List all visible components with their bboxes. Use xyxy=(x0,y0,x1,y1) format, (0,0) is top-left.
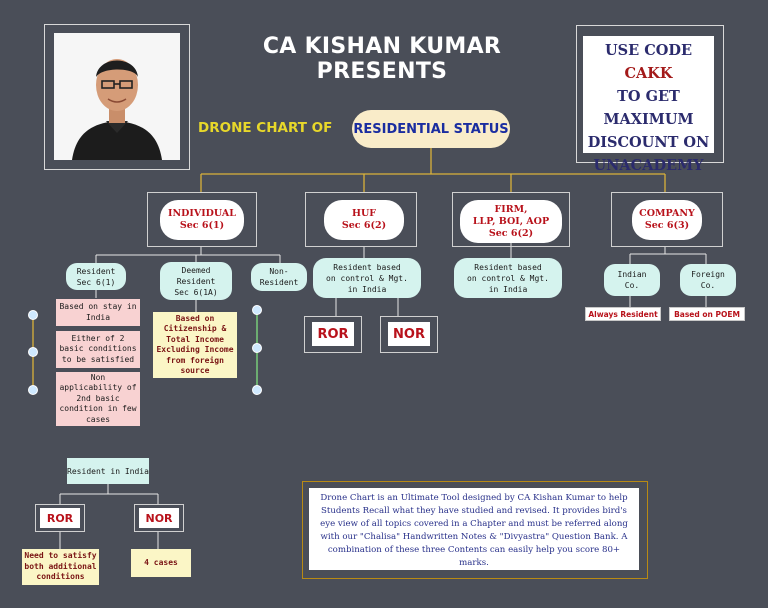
category-name: COMPANY xyxy=(639,208,695,219)
node-line: Resident xyxy=(259,278,299,287)
category-name-2: LLP, BOI, AOP xyxy=(472,215,550,227)
category-name: INDIVIDUAL xyxy=(168,208,236,219)
deemed-resident-note: Based on Citizenship & Total Income Excl… xyxy=(153,312,237,378)
node-line: Resident xyxy=(76,266,116,276)
node-line: Sec 6(1A) xyxy=(174,287,218,297)
resident-in-india: Resident in India xyxy=(67,458,149,484)
resident-point-3: Non applicability of 2nd basic condition… xyxy=(56,372,140,426)
ror-condition-note: Need to satisfy both additional conditio… xyxy=(22,549,99,585)
presenter-photo xyxy=(54,33,180,160)
node-line: Co. xyxy=(624,281,640,290)
resident-point-1: Based on stay in India xyxy=(56,299,140,326)
category-individual: INDIVIDUAL Sec 6(1) xyxy=(160,200,244,240)
category-firm: FIRM, LLP, BOI, AOP Sec 6(2) xyxy=(460,200,562,243)
promo-frame xyxy=(576,25,724,163)
node-line: in India xyxy=(347,284,387,294)
node-line: Deemed xyxy=(181,265,211,275)
page-title: CA KISHAN KUMAR PRESENTS xyxy=(262,34,502,84)
drone-chart-label: DRONE CHART OF xyxy=(198,120,333,136)
category-section: Sec 6(3) xyxy=(644,220,690,231)
category-frame-huf xyxy=(305,192,417,247)
root-topic: RESIDENTIAL STATUS xyxy=(352,110,510,148)
resident-nor: NOR xyxy=(139,508,179,528)
category-huf: HUF Sec 6(2) xyxy=(324,200,404,240)
category-section: Sec 6(1) xyxy=(179,220,225,231)
node-line: Co. xyxy=(700,281,716,290)
resident-ror-frame xyxy=(35,504,85,532)
resident-ror: ROR xyxy=(40,508,80,528)
node-line: in India xyxy=(488,284,528,294)
node-line: Indian xyxy=(617,270,647,279)
category-frame-individual xyxy=(147,192,257,247)
foreign-company: Foreign Co. xyxy=(680,264,736,296)
category-name: HUF xyxy=(351,208,376,219)
node-line: Sec 6(1) xyxy=(76,277,116,287)
huf-nor-frame xyxy=(380,316,438,353)
deemed-resident: Deemed Resident Sec 6(1A) xyxy=(160,262,232,300)
promo-code: CAKK xyxy=(624,65,673,82)
category-company: COMPANY Sec 6(3) xyxy=(632,200,702,240)
resident-sec-6-1: Resident Sec 6(1) xyxy=(66,263,126,290)
huf-nor: NOR xyxy=(388,322,430,346)
huf-resident-basis: Resident based on control & Mgt. in Indi… xyxy=(313,258,421,298)
indian-company: Indian Co. xyxy=(604,264,660,296)
node-line: Resident xyxy=(176,276,216,286)
node-line: Non- xyxy=(269,267,289,276)
category-section: Sec 6(2) xyxy=(488,227,534,239)
node-line: on control & Mgt. xyxy=(326,273,408,283)
indian-company-tag: Always Resident xyxy=(585,307,661,321)
promo-line: UNACADEMY xyxy=(593,157,704,174)
nor-cases-note: 4 cases xyxy=(131,549,191,577)
promo-line: DISCOUNT ON xyxy=(587,134,710,151)
presenter-photo-frame xyxy=(44,24,190,170)
huf-ror-frame xyxy=(304,316,362,353)
category-name: FIRM, xyxy=(494,203,528,215)
drone-chart-description: Drone Chart is an Ultimate Tool designed… xyxy=(309,488,639,570)
presenter-silhouette-icon xyxy=(54,33,180,160)
info-frame xyxy=(302,481,648,579)
resident-point-2: Either of 2 basic conditions to be satis… xyxy=(56,331,140,368)
promo-box: USE CODE CAKK TO GET MAXIMUM DISCOUNT ON… xyxy=(583,36,714,174)
foreign-company-tag: Based on POEM xyxy=(669,307,745,321)
promo-line: TO GET xyxy=(617,88,680,105)
node-line: Resident based xyxy=(474,262,542,272)
node-line: on control & Mgt. xyxy=(467,273,549,283)
category-frame-company xyxy=(611,192,723,247)
non-resident: Non- Resident xyxy=(251,263,307,291)
huf-ror: ROR xyxy=(312,322,354,346)
promo-line: MAXIMUM xyxy=(603,111,694,128)
node-line: Resident based xyxy=(333,262,401,272)
category-section: Sec 6(2) xyxy=(341,220,387,231)
node-line: Foreign xyxy=(691,270,725,279)
firm-resident-basis: Resident based on control & Mgt. in Indi… xyxy=(454,258,562,298)
category-frame-firm xyxy=(452,192,570,247)
resident-nor-frame xyxy=(134,504,184,532)
promo-prefix: USE CODE xyxy=(604,42,692,59)
